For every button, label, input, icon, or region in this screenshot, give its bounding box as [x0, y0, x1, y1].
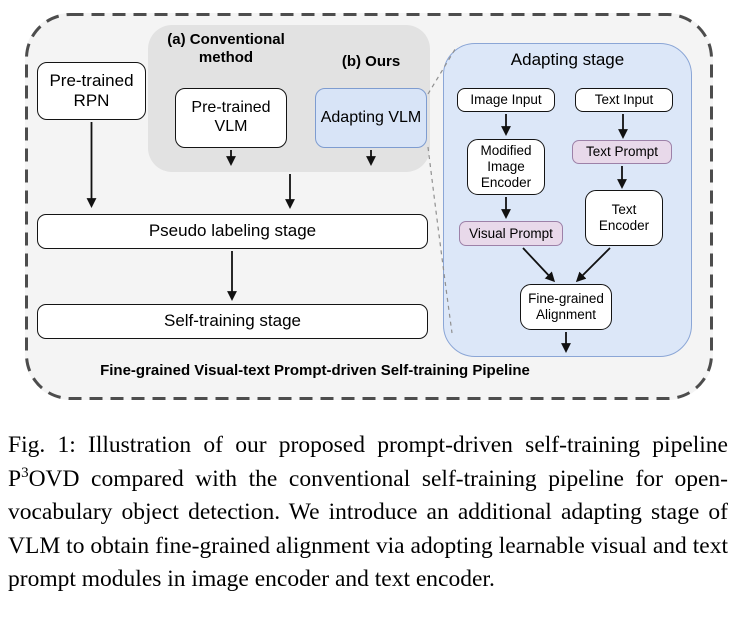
adapting-stage-title: Adapting stage: [510, 50, 625, 69]
pipeline-label: Fine-grained Visual-text Prompt-driven S…: [100, 362, 530, 379]
node-adapting-vlm: Adapting VLM: [315, 88, 427, 148]
node-pretrained-vlm: Pre-trained VLM: [175, 88, 287, 148]
caption-text-end: OVD compared with the conventional self-…: [8, 465, 728, 593]
node-text-prompt: Text Prompt: [572, 140, 672, 164]
node-modified-image-encoder: Modified Image Encoder: [467, 139, 545, 195]
node-text-encoder: Text Encoder: [585, 190, 663, 246]
label-ours: (b) Ours: [341, 53, 401, 70]
label-conventional-method: (a) Conventional method: [167, 31, 285, 67]
node-image-input: Image Input: [457, 88, 555, 112]
caption-superscript: 3: [21, 464, 29, 481]
node-fine-grained-alignment: Fine-grained Alignment: [520, 284, 612, 330]
figure-caption: Fig. 1: Illustration of our proposed pro…: [8, 429, 728, 597]
node-text-input: Text Input: [575, 88, 673, 112]
caption-text-start: Fig. 1: Illustration of our proposed pro…: [8, 432, 728, 492]
node-pseudo-labeling-stage: Pseudo labeling stage: [37, 214, 428, 249]
node-self-training-stage: Self-training stage: [37, 304, 428, 339]
node-visual-prompt: Visual Prompt: [459, 221, 563, 246]
node-pretrained-rpn: Pre-trained RPN: [37, 62, 146, 120]
